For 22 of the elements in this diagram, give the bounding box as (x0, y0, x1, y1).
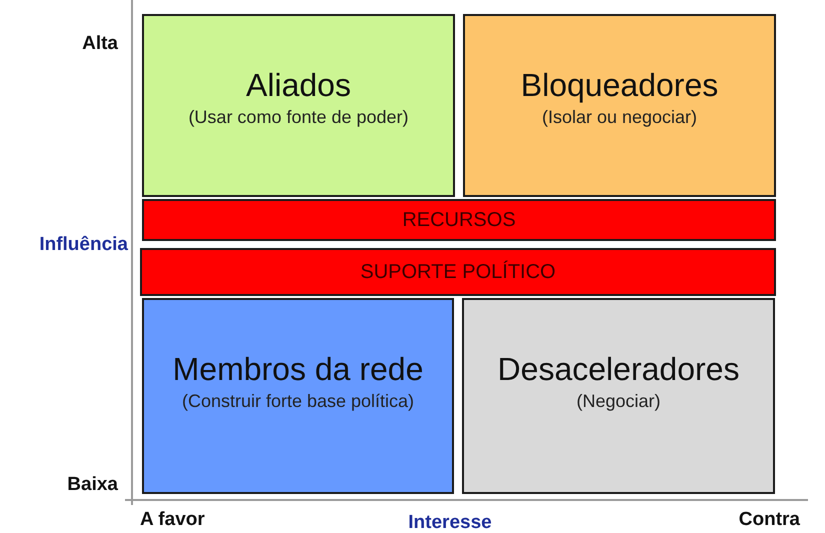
band (142, 199, 776, 241)
quadrant-title: Bloqueadores (520, 66, 718, 104)
quadrant-box (142, 14, 455, 197)
quadrant-box (463, 14, 776, 197)
axis-label: Baixa (66, 473, 118, 497)
quadrant-description: (Isolar ou negociar) (542, 106, 698, 129)
quadrant-description: (Negociar) (576, 390, 661, 413)
quadrant-description: (Usar como fonte de poder) (188, 106, 409, 129)
quadrant-box (142, 298, 454, 494)
band-label: RECURSOS (402, 208, 516, 233)
axis-label: Alta (81, 32, 118, 56)
quadrant-title: Desaceleradores (498, 350, 740, 388)
quadrant-title: Membros da rede (172, 350, 424, 388)
band (140, 248, 776, 296)
quadrant-description: (Construir forte base política) (182, 390, 414, 413)
quadrant-title: Aliados (246, 66, 351, 104)
axis-label: A favor (140, 508, 206, 532)
axis-label: Contra (738, 508, 800, 532)
axis-label: Influência (38, 233, 128, 257)
quadrant-box (462, 298, 775, 494)
axis-label: Interesse (407, 511, 493, 533)
band-label: SUPORTE POLÍTICO (360, 260, 556, 285)
